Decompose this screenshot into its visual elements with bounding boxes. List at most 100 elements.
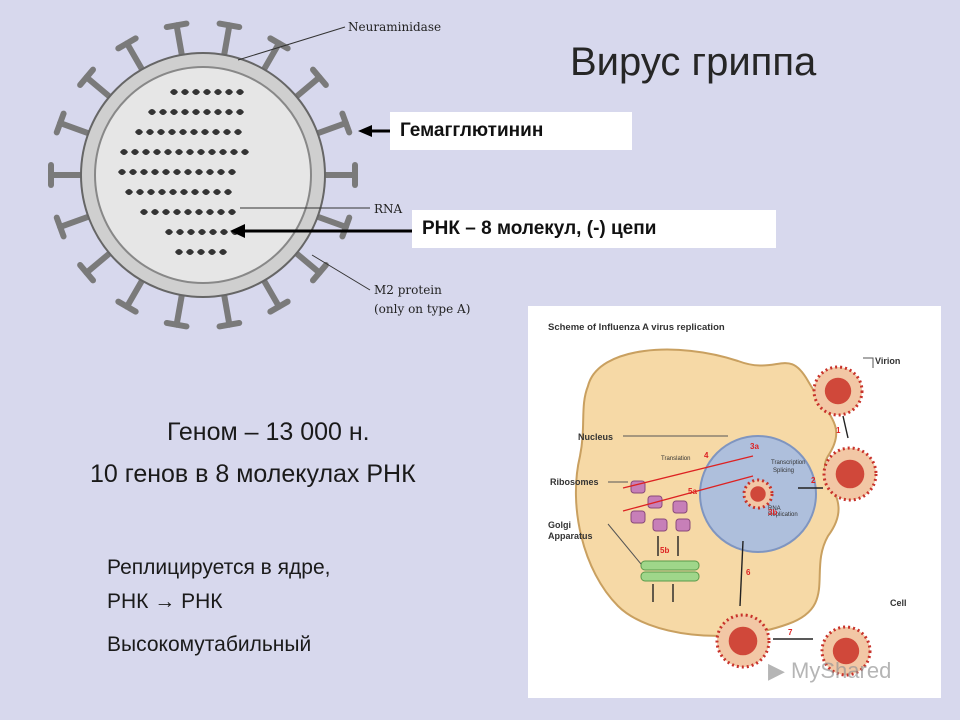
virion-spike-head [77, 262, 96, 284]
rna-coil [197, 149, 205, 155]
virion-diagram [48, 20, 412, 330]
splicing-label: Splicing [773, 468, 795, 474]
rna-coil [151, 169, 159, 175]
rna-coil [162, 169, 170, 175]
step-2-label: 2 [811, 476, 816, 485]
step-6-label: 6 [746, 568, 751, 577]
rna-coil [187, 229, 195, 235]
rna-coil [206, 209, 214, 215]
rna-coil [203, 109, 211, 115]
rna-coil [208, 249, 216, 255]
rna-coil [219, 149, 227, 155]
rna-to-rna-text: РНК → РНК [107, 590, 223, 613]
mrna-export-lines [622, 455, 754, 512]
rna-coil [146, 129, 154, 135]
virion-spike [173, 290, 186, 328]
virion-spike-head [216, 20, 243, 31]
virion-spike [83, 74, 115, 101]
rna-coil [198, 229, 206, 235]
virion-spike [57, 120, 94, 137]
rna-coil [206, 169, 214, 175]
m2-leader [311, 254, 371, 291]
hemagglutinin-arrowhead [358, 125, 372, 137]
rna-coil [170, 89, 178, 95]
rna-coil [147, 189, 155, 195]
rna-coil [159, 109, 167, 115]
virion-spike-head [115, 298, 139, 315]
rna-coil [214, 109, 222, 115]
m2-protein-label: M2 protein [374, 283, 442, 297]
rna-coil [228, 209, 236, 215]
rna-coil [195, 209, 203, 215]
rna-coil [219, 249, 227, 255]
rna-arrowhead [230, 224, 245, 238]
rna-coil [173, 169, 181, 175]
rna-coil [142, 149, 150, 155]
rna-coil [175, 249, 183, 255]
virus-core [824, 377, 852, 405]
rna-coil [202, 189, 210, 195]
rna-coil [230, 149, 238, 155]
replication-arrows [652, 415, 849, 640]
virion-spike [57, 213, 94, 230]
rna-coil [225, 89, 233, 95]
virus-particles [715, 365, 878, 677]
rna-coil [173, 209, 181, 215]
virion-spike-head [163, 20, 190, 31]
rna-coil [225, 109, 233, 115]
rna-coil [125, 189, 133, 195]
virion-spike-head [77, 66, 96, 88]
rna-coil [175, 149, 183, 155]
rna-segments [118, 89, 249, 255]
rna-coil [135, 129, 143, 135]
rna-coil [209, 229, 217, 235]
step-3a-label: 3a [750, 442, 759, 451]
virion-spike [124, 40, 146, 75]
rna-coil [148, 109, 156, 115]
rna-callout: РНК – 8 молекул, (-) цепи [412, 210, 776, 248]
virion-spike [83, 249, 115, 276]
virion-label: Virion [875, 356, 901, 366]
virion-spike [312, 120, 349, 137]
nucleus-label: Nucleus [578, 432, 614, 442]
rna-coil [136, 189, 144, 195]
virion-spike [312, 213, 349, 230]
virion-core [94, 66, 312, 284]
rna-coil [197, 249, 205, 255]
rna-coil [131, 149, 139, 155]
genes-count-text: 10 генов в 8 молекулах РНК [90, 460, 416, 488]
rna-coil [191, 189, 199, 195]
virus-core [728, 626, 758, 656]
rna-coil [179, 129, 187, 135]
virion-spike [220, 290, 233, 328]
rna-coil [192, 109, 200, 115]
step-3b-label: 3b [768, 508, 778, 517]
rna-coil [168, 129, 176, 135]
rna-label: RNA [374, 202, 403, 216]
replication-site-text: Реплицируется в ядре, [107, 556, 331, 579]
rna-coil [186, 149, 194, 155]
virion-spike-head [339, 214, 353, 240]
rna-coil [184, 209, 192, 215]
rna-coil [212, 129, 220, 135]
golgi-apparatus [640, 560, 700, 582]
rna-coil [165, 229, 173, 235]
virus-core [835, 459, 865, 489]
rna-coil [120, 149, 128, 155]
genome-size-text: Геном – 13 000 н. [167, 418, 370, 446]
watermark-text: MyShared [791, 658, 892, 683]
virion-spike [291, 74, 323, 101]
rna-coil [236, 89, 244, 95]
rna-coil [140, 169, 148, 175]
step-1-label: 1 [836, 426, 841, 435]
rna-coil [158, 189, 166, 195]
virus-core [750, 486, 766, 502]
rna-coil [203, 89, 211, 95]
replication-scheme-drawing [574, 348, 878, 677]
translation-label: Translation [661, 456, 691, 462]
rna-coil [181, 89, 189, 95]
rna-coil [224, 189, 232, 195]
rna-coil [170, 109, 178, 115]
rna-coil [153, 149, 161, 155]
hemagglutinin-callout: Гемагглютинин [390, 112, 632, 150]
